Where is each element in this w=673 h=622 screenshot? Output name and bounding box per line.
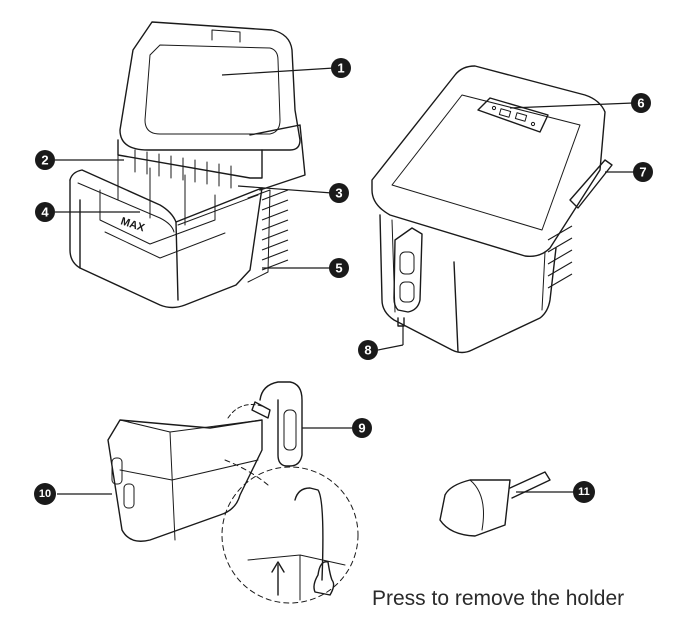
callout-9: 9 [352,418,372,438]
callout-3: 3 [329,183,349,203]
side-vent-grille-2 [547,225,573,289]
svg-text:9: 9 [358,421,365,436]
control-panel [477,97,549,133]
ice-scoop [439,471,551,537]
svg-text:5: 5 [335,261,342,276]
ice-fingers [134,149,232,189]
svg-text:8: 8 [364,343,371,358]
callout-6: 6 [631,93,651,113]
callout-4: 4 [35,202,55,222]
ice-basket-assembly [107,381,359,604]
ice-holder [259,381,303,467]
svg-text:3: 3 [335,186,342,201]
ice-maker-open: MAX [69,21,306,309]
svg-text:10: 10 [39,488,51,500]
holder-removal-caption: Press to remove the holder [372,587,625,610]
leader-lines [55,67,636,495]
callout-1: 1 [331,58,351,78]
callout-8: 8 [358,340,378,360]
callout-10: 10 [34,483,56,505]
max-fill-mark: MAX [119,215,147,234]
callout-11: 11 [573,481,595,503]
callout-7: 7 [633,162,653,182]
ice-maker-closed [371,65,613,354]
svg-text:6: 6 [637,96,644,111]
svg-text:4: 4 [41,205,49,220]
svg-text:1: 1 [337,61,344,76]
svg-text:7: 7 [639,165,646,180]
side-vent-grille [261,189,289,271]
callout-2: 2 [35,150,55,170]
svg-text:2: 2 [41,153,48,168]
svg-text:11: 11 [578,486,590,498]
callout-5: 5 [329,258,349,278]
